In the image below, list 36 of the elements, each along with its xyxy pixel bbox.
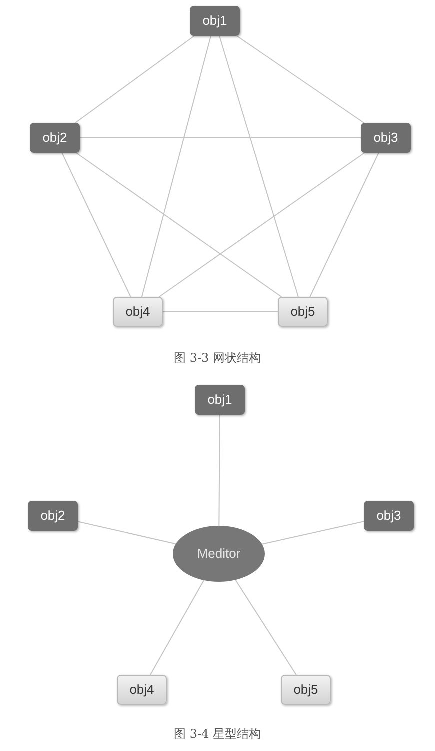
object-box	[195, 385, 245, 415]
node-label: obj2	[42, 129, 68, 148]
object-box	[28, 501, 78, 531]
connector-line	[75, 36, 195, 124]
node-label: Meditor	[197, 545, 241, 564]
figure-caption: 图 3-4 星型结构	[174, 726, 261, 743]
node-label: obj1	[202, 12, 228, 30]
connector-line	[219, 36, 299, 298]
node-label: obj1	[208, 391, 232, 410]
object-box	[281, 675, 331, 705]
connector-line	[62, 152, 132, 298]
object-box	[113, 297, 163, 327]
connector-line	[141, 36, 212, 298]
node-label: obj4	[126, 303, 150, 322]
connector-line	[76, 152, 282, 298]
connector-line	[150, 580, 204, 676]
node-label: obj4	[130, 681, 154, 700]
object-box	[117, 675, 167, 705]
node-label: obj2	[40, 507, 66, 526]
connector-line	[235, 580, 297, 676]
node-label: obj5	[294, 681, 318, 700]
object-box	[278, 297, 328, 327]
node-label: obj3	[374, 129, 398, 148]
figure-caption: 图 3-3 网状结构	[174, 350, 261, 367]
object-box	[361, 123, 411, 153]
object-box	[30, 123, 80, 153]
object-box	[190, 6, 240, 36]
connector-line	[262, 521, 364, 545]
connector-line	[218, 414, 220, 526]
node-label: obj5	[290, 303, 316, 322]
connector-line	[158, 152, 366, 298]
connector-line	[310, 152, 380, 298]
connector-line	[78, 521, 176, 545]
connector-line	[236, 36, 365, 124]
object-box	[364, 501, 414, 531]
node-label: obj3	[376, 507, 402, 526]
